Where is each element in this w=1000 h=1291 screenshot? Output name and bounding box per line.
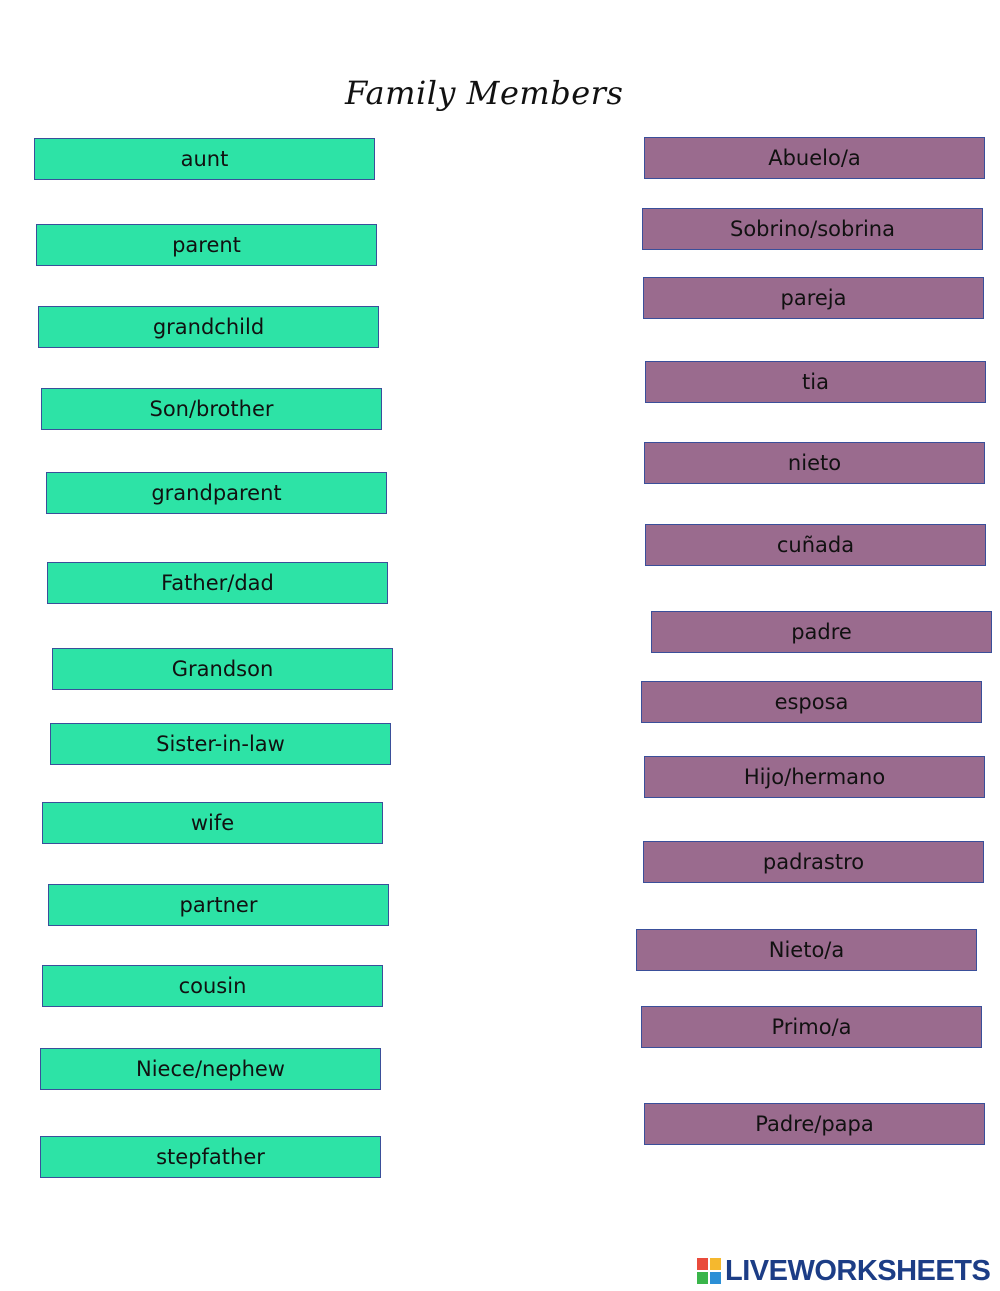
english-word-box[interactable]: stepfather: [40, 1136, 381, 1178]
english-word-box[interactable]: grandchild: [38, 306, 379, 348]
spanish-word-box[interactable]: Hijo/hermano: [644, 756, 985, 798]
spanish-word-box[interactable]: esposa: [641, 681, 982, 723]
english-word-box[interactable]: cousin: [42, 965, 383, 1007]
liveworksheets-logo: LIVEWORKSHEETS: [697, 1254, 991, 1288]
english-word-box[interactable]: partner: [48, 884, 389, 926]
spanish-word-box[interactable]: Padre/papa: [644, 1103, 985, 1145]
spanish-word-box[interactable]: tia: [645, 361, 986, 403]
spanish-word-box[interactable]: padre: [651, 611, 992, 653]
english-word-box[interactable]: Niece/nephew: [40, 1048, 381, 1090]
spanish-word-box[interactable]: pareja: [643, 277, 984, 319]
english-word-box[interactable]: Grandson: [52, 648, 393, 690]
english-word-box[interactable]: grandparent: [46, 472, 387, 514]
spanish-word-box[interactable]: cuñada: [645, 524, 986, 566]
logo-blocks-icon: [697, 1258, 721, 1284]
english-word-box[interactable]: parent: [36, 224, 377, 266]
english-word-box[interactable]: Father/dad: [47, 562, 388, 604]
logo-text: LIVEWORKSHEETS: [725, 1254, 991, 1287]
english-word-box[interactable]: aunt: [34, 138, 375, 180]
english-word-box[interactable]: Sister-in-law: [50, 723, 391, 765]
spanish-word-box[interactable]: Abuelo/a: [644, 137, 985, 179]
spanish-word-box[interactable]: padrastro: [643, 841, 984, 883]
english-word-box[interactable]: Son/brother: [41, 388, 382, 430]
spanish-word-box[interactable]: Primo/a: [641, 1006, 982, 1048]
spanish-word-box[interactable]: nieto: [644, 442, 985, 484]
english-word-box[interactable]: wife: [42, 802, 383, 844]
spanish-word-box[interactable]: Nieto/a: [636, 929, 977, 971]
spanish-word-box[interactable]: Sobrino/sobrina: [642, 208, 983, 250]
page-title: Family Members: [345, 74, 624, 112]
